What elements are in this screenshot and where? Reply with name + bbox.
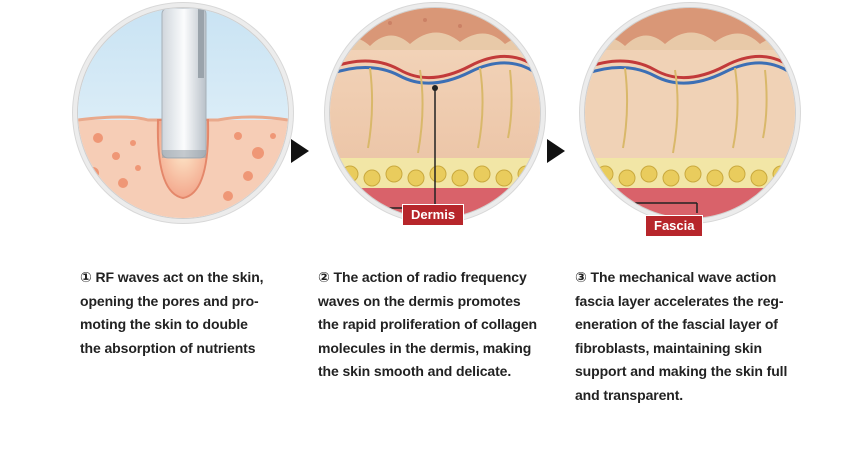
step-1-caption: ① RF waves act on the skin, opening the … [80, 266, 320, 360]
fascia-illustration [585, 8, 795, 218]
arrow-right-icon [291, 139, 309, 163]
step-2: Dermis ② The action of radio frequency w… [318, 8, 540, 379]
caption-line: the absorption of nutrients [80, 339, 256, 356]
caption-line: moting the skin to double [80, 316, 248, 332]
caption-line: the skin smooth and delicate. [318, 363, 512, 379]
caption-line: support and making the skin full [575, 363, 788, 379]
fascia-label: Fascia [645, 215, 704, 237]
rf-skin-illustration [78, 8, 288, 218]
step-1: ① RF waves act on the skin, opening the … [78, 8, 288, 356]
caption-line: fascia layer accelerates the reg- [575, 292, 784, 309]
arrow-right-icon [547, 139, 565, 163]
dermis-svg [330, 8, 540, 218]
caption-line: fibroblasts, maintaining skin [575, 339, 762, 356]
caption-line: ① RF waves act on the skin, [80, 269, 264, 285]
caption-line: and transparent. [575, 386, 684, 403]
rf-skin-svg [78, 8, 288, 218]
caption-line: molecules in the dermis, making [318, 339, 532, 356]
step-3: Fascia ③ The mechanical wave action fasc… [575, 8, 795, 403]
dermis-label: Dermis [402, 204, 465, 226]
caption-line: eneration of the fascial layer of [575, 316, 778, 332]
caption-line: opening the pores and pro- [80, 292, 259, 309]
step-3-caption: ③ The mechanical wave action fascia laye… [575, 266, 815, 407]
caption-line: ② The action of radio frequency [318, 269, 527, 285]
step-2-caption: ② The action of radio frequency waves on… [318, 266, 558, 384]
fascia-svg [585, 8, 795, 218]
caption-line: ③ The mechanical wave action [575, 269, 777, 285]
dermis-illustration [330, 8, 540, 218]
caption-line: the rapid proliferation of collagen [318, 316, 537, 332]
caption-line: waves on the dermis promotes [318, 292, 521, 309]
